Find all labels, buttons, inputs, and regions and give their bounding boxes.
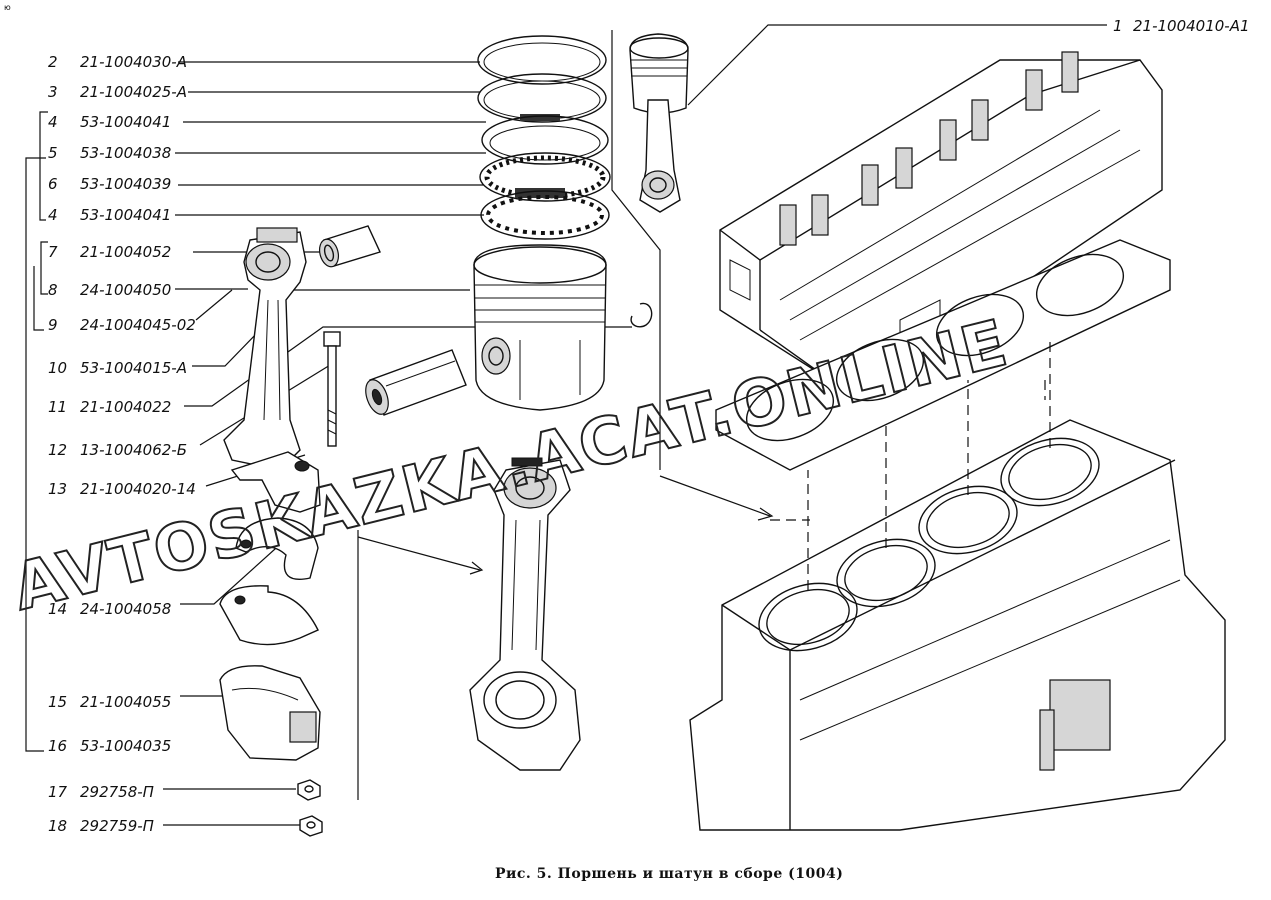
part-label-17: 17 292758-П [48, 783, 154, 801]
assembly-arrow-right [659, 475, 774, 521]
part-label-4a: 4 53-1004041 [48, 113, 171, 131]
part-label-9: 9 24-1004045-02 [48, 316, 196, 334]
bracket-rings [39, 111, 48, 221]
svg-text:21-1004020-14: 21-1004020-14 [80, 480, 196, 498]
oil-ring-disc-lower [480, 190, 610, 240]
svg-text:53-1004015-А: 53-1004015-А [80, 359, 187, 377]
piston-rod-assembly-small [629, 33, 689, 213]
compression-ring-upper [477, 35, 607, 85]
piston-rings-set [477, 35, 611, 240]
svg-text:13: 13 [48, 480, 67, 498]
part-label-1: 1 21-1004010-А1 [1113, 17, 1250, 35]
cylinder-block [689, 419, 1226, 831]
part-label-10: 10 53-1004015-А [48, 359, 187, 377]
part-label-4b: 4 53-1004041 [48, 206, 171, 224]
svg-text:5: 5 [48, 144, 58, 162]
part-label-5: 5 53-1004038 [48, 144, 171, 162]
rod-bushing [318, 225, 381, 268]
bearing-shell-lower [219, 585, 319, 646]
alignment-lines [770, 340, 1051, 590]
svg-text:21-1004055: 21-1004055 [80, 693, 171, 711]
bracket-rod-assembly [33, 266, 44, 331]
svg-text:16: 16 [48, 737, 67, 755]
part-label-3: 3 21-1004025-А [48, 83, 187, 101]
svg-text:18: 18 [48, 817, 67, 835]
rod-cap-13 [230, 451, 321, 513]
svg-text:6: 6 [48, 175, 58, 193]
svg-text:3: 3 [48, 83, 58, 101]
assembly-arrow-left [357, 536, 484, 575]
valve-springs [779, 51, 1079, 246]
piston [473, 244, 607, 411]
svg-text:8: 8 [48, 281, 58, 299]
oil-ring-expander [479, 152, 611, 202]
svg-text:53-1004039: 53-1004039 [80, 175, 171, 193]
svg-text:17: 17 [48, 783, 68, 801]
svg-text:4: 4 [48, 113, 58, 131]
circlip-11 [630, 302, 653, 328]
connecting-rod-left [223, 227, 307, 471]
part-label-12: 12 13-1004062-Б [48, 441, 187, 459]
svg-text:53-1004041: 53-1004041 [80, 206, 171, 224]
svg-text:7: 7 [48, 243, 58, 261]
part-label-18: 18 292759-П [48, 817, 154, 835]
svg-text:24-1004058: 24-1004058 [80, 600, 171, 618]
svg-text:14: 14 [48, 600, 67, 618]
svg-text:15: 15 [48, 693, 67, 711]
part-label-2: 2 21-1004030-А [48, 53, 187, 71]
rod-cap-15 [219, 665, 321, 761]
part-label-6: 6 53-1004039 [48, 175, 171, 193]
svg-text:21-1004010-А1: 21-1004010-А1 [1133, 17, 1250, 35]
piston-pin [365, 349, 467, 416]
svg-text:2: 2 [48, 53, 58, 71]
corner-mark: ю [4, 3, 11, 12]
svg-text:53-1004038: 53-1004038 [80, 144, 171, 162]
svg-text:292758-П: 292758-П [80, 783, 154, 801]
svg-text:13-1004062-Б: 13-1004062-Б [80, 441, 187, 459]
part-label-15: 15 21-1004055 [48, 693, 171, 711]
compression-ring-lower [477, 73, 607, 123]
head-gasket [715, 239, 1171, 471]
svg-text:1: 1 [1113, 17, 1123, 35]
nut-18 [299, 815, 323, 837]
grouping-brackets [25, 111, 48, 752]
svg-text:9: 9 [48, 316, 58, 334]
part-label-16: 16 53-1004035 [48, 737, 171, 755]
svg-text:21-1004052: 21-1004052 [80, 243, 171, 261]
svg-text:292759-П: 292759-П [80, 817, 154, 835]
separator-line-right [611, 30, 661, 470]
oil-ring-disc-upper [481, 115, 609, 165]
part-label-14: 14 24-1004058 [48, 600, 171, 618]
svg-text:21-1004025-А: 21-1004025-А [80, 83, 187, 101]
svg-text:11: 11 [48, 398, 67, 416]
svg-text:53-1004035: 53-1004035 [80, 737, 171, 755]
figure-caption: Рис. 5. Поршень и шатун в сборе (1004) [495, 866, 843, 882]
rod-bolt [323, 331, 341, 447]
part-label-13: 13 21-1004020-14 [48, 480, 196, 498]
cylinder-head [719, 51, 1163, 381]
bracket-overall [25, 157, 46, 752]
part-label-7: 7 21-1004052 [48, 243, 171, 261]
connecting-rod-assembled [469, 457, 581, 771]
part-label-11: 11 21-1004022 [48, 398, 171, 416]
bearing-shell-upper [235, 517, 319, 580]
nut-17 [297, 779, 321, 801]
svg-text:12: 12 [48, 441, 67, 459]
svg-text:4: 4 [48, 206, 58, 224]
svg-text:24-1004050: 24-1004050 [80, 281, 171, 299]
svg-text:10: 10 [48, 359, 67, 377]
svg-text:21-1004022: 21-1004022 [80, 398, 171, 416]
svg-text:24-1004045-02: 24-1004045-02 [80, 316, 196, 334]
bracket-rod-bushing [40, 241, 48, 295]
part-label-8: 8 24-1004050 [48, 281, 171, 299]
svg-text:21-1004030-А: 21-1004030-А [80, 53, 187, 71]
svg-text:53-1004041: 53-1004041 [80, 113, 171, 131]
